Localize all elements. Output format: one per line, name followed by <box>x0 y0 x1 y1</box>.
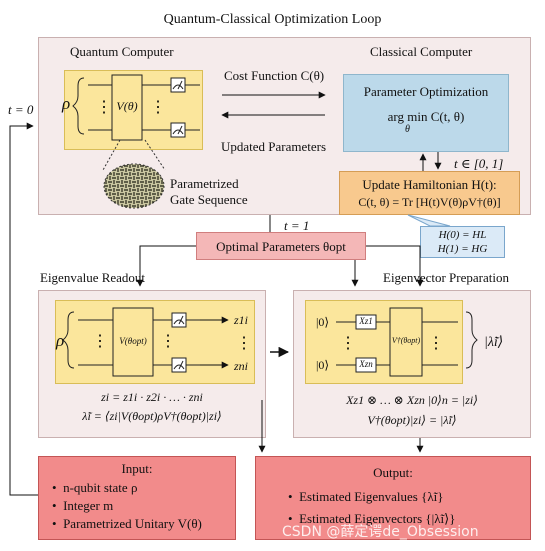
t-range-label: t ∈ [0, 1] <box>454 156 504 171</box>
readout-circuit <box>62 307 200 377</box>
gate-sequence-caption-2: Gate Sequence <box>170 192 248 207</box>
rho-brace <box>72 77 85 135</box>
readout-gate-label: V(θopt) <box>119 336 147 346</box>
input-item-1: • n-qubit state ρ <box>52 480 138 495</box>
bullet: • <box>288 511 293 526</box>
vdots-1: ⋮ <box>96 99 112 116</box>
readout-circuit-box <box>55 300 255 384</box>
preparation-circuit-box <box>305 300 463 384</box>
input-box <box>38 456 236 540</box>
bullet: • <box>52 516 57 531</box>
output-item-2: • Estimated Eigenvectors {|λ̃i⟩} <box>288 511 456 526</box>
vdots-2: ⋮ <box>150 99 166 116</box>
bullet: • <box>52 480 57 495</box>
cost-function-label: Cost Function C(θ) <box>224 68 325 83</box>
optimal-parameters-label: Optimal Parameters θopt <box>216 239 346 254</box>
update-hamiltonian-title: Update Hamiltonian H(t): <box>362 177 497 192</box>
update-hamiltonian-box <box>339 171 520 215</box>
preparation-circuit <box>336 307 478 377</box>
gate-sequence-caption-1: Parametrized <box>170 176 239 191</box>
svg-text:⋮: ⋮ <box>92 333 108 350</box>
updated-parameters-label: Updated Parameters <box>221 139 327 154</box>
svg-text:⋮: ⋮ <box>236 335 252 352</box>
readout-equation-2: λ̃i = ⟨zi|V(θopt)ρV†(θopt)|zi⟩ <box>82 409 222 423</box>
input-title: Input: <box>121 461 153 476</box>
readout-output-top: z1i <box>234 313 249 327</box>
svg-text:⋮: ⋮ <box>428 335 444 352</box>
argmin-subscript: θ <box>405 124 410 135</box>
prep-equation-2: V†(θopt)|zi⟩ = |λ̃i⟩ <box>367 413 457 427</box>
h0-definition: H(0) = HL <box>438 229 487 241</box>
ket-zero-bottom: |0⟩ <box>316 358 330 372</box>
parameter-optimization-title: Parameter Optimization <box>363 84 489 99</box>
readout-rho: ρ <box>56 331 65 350</box>
eigenvalue-readout-label: Eigenvalue Readout <box>40 270 146 285</box>
prep-equation-1: Xz1 ⊗ … ⊗ Xzn |0⟩n = |zi⟩ <box>346 393 478 407</box>
svg-text:⋮: ⋮ <box>160 333 176 350</box>
gate-label: V(θ) <box>116 99 138 113</box>
output-title: Output: <box>373 465 413 480</box>
diagram-title: Quantum-Classical Optimization Loop <box>163 12 382 27</box>
readout-output-bottom: zni <box>234 359 249 373</box>
input-item-3: • Parametrized Unitary V(θ) <box>52 516 202 531</box>
rho-symbol: ρ <box>62 94 71 113</box>
output-item-1: • Estimated Eigenvalues {λ̃i} <box>288 489 444 504</box>
x-gate-top: Xz1 <box>359 316 373 326</box>
quantum-computer-label: Quantum Computer <box>70 44 174 59</box>
bullet: • <box>288 489 293 504</box>
watermark: CSDN @薛定谔de_Obsession <box>282 524 479 540</box>
parameter-optimization-box <box>343 74 509 152</box>
eigenvector-preparation-label: Eigenvector Preparation <box>383 270 509 285</box>
magnifier-cone <box>102 139 166 171</box>
quantum-circuit-wires <box>88 74 200 141</box>
bullet: • <box>52 498 57 513</box>
eigenvector-result: |λ̃i⟩ <box>484 335 504 350</box>
classical-computer-label: Classical Computer <box>370 44 473 59</box>
svg-text:⋮: ⋮ <box>340 335 356 352</box>
h1-definition: H(1) = HG <box>437 243 488 255</box>
readout-equation-1: zi = z1i · z2i · … · zni <box>101 390 203 404</box>
cost-trace-formula: C(t, θ) = Tr [H(t)V(θ)ρV†(θ)] <box>358 195 501 209</box>
ket-zero-top: |0⟩ <box>316 315 330 329</box>
x-gate-bottom: Xzn <box>359 359 373 369</box>
hamiltonian-note-box <box>420 226 505 258</box>
optimal-parameters-box <box>196 232 366 260</box>
prep-gate-label: V†(θopt) <box>391 336 421 345</box>
t0-label: t = 0 <box>8 102 34 117</box>
argmin-formula: arg min C(t, θ) <box>387 109 465 124</box>
output-box <box>255 456 531 540</box>
t1-label: t = 1 <box>284 218 310 233</box>
input-item-2: • Integer m <box>52 498 114 513</box>
gate-sequence-icon <box>103 163 165 209</box>
